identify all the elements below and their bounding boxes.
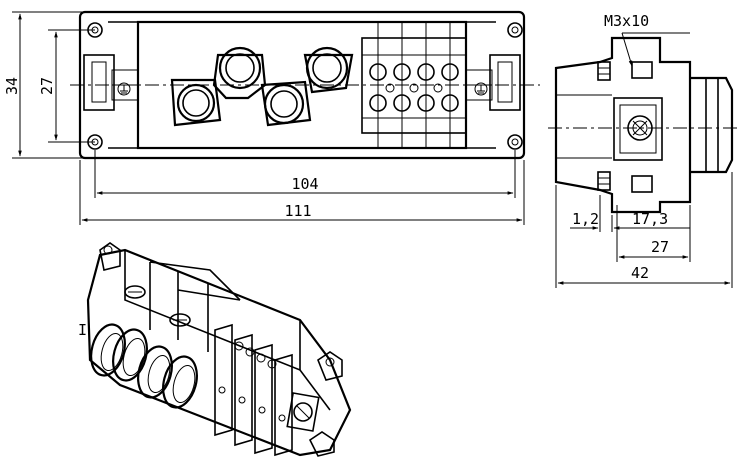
screw-bottom (597, 171, 653, 193)
dim-screw-callout: M3x10 (604, 12, 649, 30)
side-view (548, 32, 740, 288)
iso-screw-2 (169, 313, 191, 327)
dim-side-width-inner: 27 (651, 238, 669, 256)
mounting-hole-top-right (507, 22, 523, 38)
iso-cavity-4 (162, 355, 198, 409)
iso-body-outline (86, 248, 352, 457)
mounting-hole-bottom-right (507, 134, 523, 150)
dim-height-outer: 34 (3, 77, 21, 95)
front-view (12, 10, 540, 225)
iso-cavity-1 (90, 323, 126, 377)
dim-height-inner: 27 (38, 77, 56, 95)
earth-icon-right (474, 82, 488, 96)
side-housing (554, 36, 692, 214)
dim-side-depth: 17,3 (632, 210, 668, 228)
power-contact-1 (170, 78, 222, 127)
iso-screw-1 (124, 285, 146, 299)
power-contact-4 (303, 46, 354, 94)
iso-mark-label: I (78, 321, 87, 339)
dim-width-inner: 104 (291, 175, 318, 193)
iso-cavity-3 (137, 345, 173, 399)
power-contact-3 (260, 80, 312, 127)
signal-contact-block (361, 22, 467, 148)
right-latch (465, 54, 521, 111)
earth-icon-left (117, 82, 131, 96)
left-latch (83, 54, 139, 111)
dim-side-width-outer: 42 (631, 264, 649, 282)
dim-side-offset: 1,2 (572, 210, 599, 228)
dim-width-outer: 111 (284, 202, 311, 220)
iso-latch (286, 392, 320, 432)
screw-top (597, 61, 653, 81)
isometric-view (86, 242, 352, 457)
power-contact-2 (212, 46, 267, 100)
